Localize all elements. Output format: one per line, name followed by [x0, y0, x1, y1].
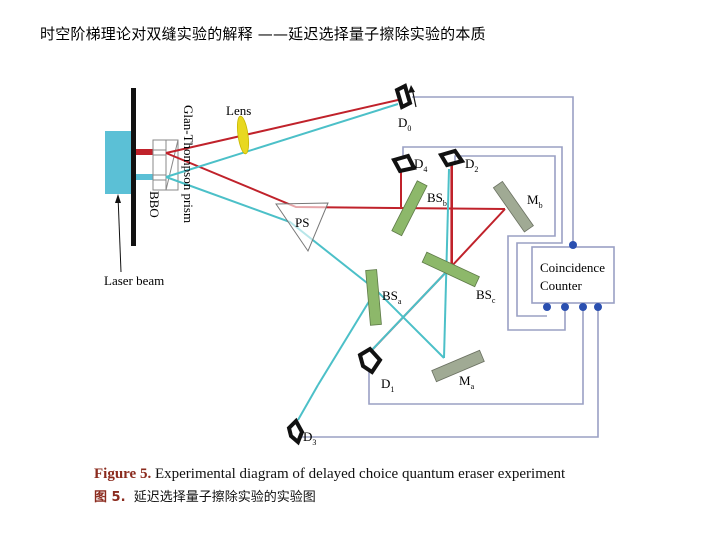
d0-label: D0 — [398, 115, 411, 133]
caption-english: Figure 5. Experimental diagram of delaye… — [94, 466, 565, 483]
cyan-beams — [165, 103, 451, 421]
caption-chinese-text: 延迟选择量子擦除实验的实验图 — [125, 490, 316, 505]
wire-d1 — [368, 308, 584, 405]
node-2 — [561, 303, 569, 311]
detector-d3 — [286, 417, 305, 446]
wire-d0 — [412, 96, 574, 245]
bbo-crystal — [152, 139, 179, 191]
d3-label: D3 — [303, 429, 316, 447]
coincidence-counter — [531, 246, 615, 304]
cyan-pump-beam — [136, 174, 153, 180]
detector-d4 — [391, 153, 417, 174]
mirror-b — [492, 180, 534, 233]
beam-splitter-a — [365, 269, 382, 326]
wire-d3 — [300, 308, 599, 438]
mirror-a — [431, 349, 485, 383]
slide-title: 时空阶梯理论对双缝实验的解释 ——延迟选择量子擦除实验的本质 — [40, 25, 486, 43]
d1-label: D1 — [381, 376, 394, 394]
detector-d1 — [357, 346, 383, 375]
caption-english-text: Experimental diagram of delayed choice q… — [151, 466, 566, 482]
wire-d4 — [402, 146, 563, 317]
node-1 — [543, 303, 551, 311]
arrow-head-icon — [115, 194, 121, 203]
beam-splitter-b — [391, 180, 428, 237]
red-beams — [165, 99, 506, 351]
caption-figure-number: Figure 5. — [94, 466, 152, 482]
bbo-label: BBO — [147, 191, 162, 218]
detector-d2 — [437, 148, 466, 168]
counter-label: Counter — [540, 278, 583, 293]
ma-label: Ma — [459, 373, 475, 391]
lens — [236, 115, 250, 155]
detector-d0 — [394, 83, 413, 110]
glan-thompson-label: Glan-Thompson prism — [181, 105, 196, 223]
node-3 — [579, 303, 587, 311]
laser-beam-label: Laser beam — [104, 273, 164, 288]
counter-nodes — [543, 241, 602, 311]
ps-prism — [275, 202, 329, 253]
node-top — [569, 241, 577, 249]
red-pump-beam — [136, 149, 153, 155]
laser-source — [105, 131, 135, 194]
caption-chinese-figure-number: 图 5. — [94, 490, 126, 505]
node-4 — [594, 303, 602, 311]
ps-label: PS — [295, 215, 309, 230]
lens-label: Lens — [226, 103, 251, 118]
d2-label: D2 — [465, 156, 478, 174]
bsa-label: BSa — [382, 288, 402, 306]
beam-splitter-c — [421, 251, 480, 288]
d0-arrow-head-icon — [408, 85, 415, 93]
signal-wires — [300, 96, 599, 438]
wire-d2 — [454, 155, 566, 331]
coincidence-label: Coincidence — [540, 260, 605, 275]
d4-label: D4 — [414, 156, 427, 174]
bsb-label: BSb — [427, 190, 447, 208]
bsc-label: BSc — [476, 287, 496, 305]
caption-chinese: 图 5. 延迟选择量子擦除实验的实验图 — [94, 486, 316, 505]
mb-label: Mb — [527, 192, 543, 210]
mount-bar — [131, 88, 136, 246]
laser-pointer-arrow — [117, 195, 122, 273]
